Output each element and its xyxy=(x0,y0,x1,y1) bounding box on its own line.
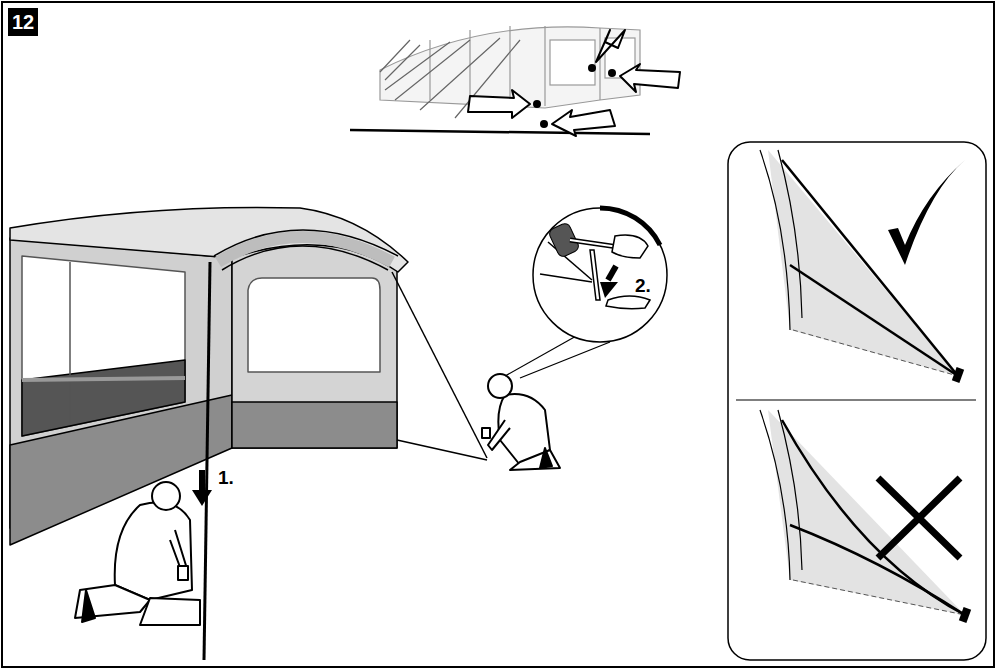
guyline-panel xyxy=(728,142,986,660)
step-number: 12 xyxy=(12,12,34,32)
detail-circle xyxy=(533,208,667,342)
ground-line xyxy=(350,130,650,134)
person-kneeling xyxy=(482,374,560,470)
leader-line xyxy=(520,342,610,378)
overview-tent xyxy=(380,26,640,118)
person-kneeling xyxy=(75,482,200,625)
step-label: 1. xyxy=(217,468,235,487)
tent-illustration xyxy=(10,207,487,660)
push-arrow xyxy=(192,470,212,506)
step-number-box: 12 xyxy=(8,8,38,36)
pointer-arrows xyxy=(468,30,680,136)
step-label: 2. xyxy=(634,276,652,295)
